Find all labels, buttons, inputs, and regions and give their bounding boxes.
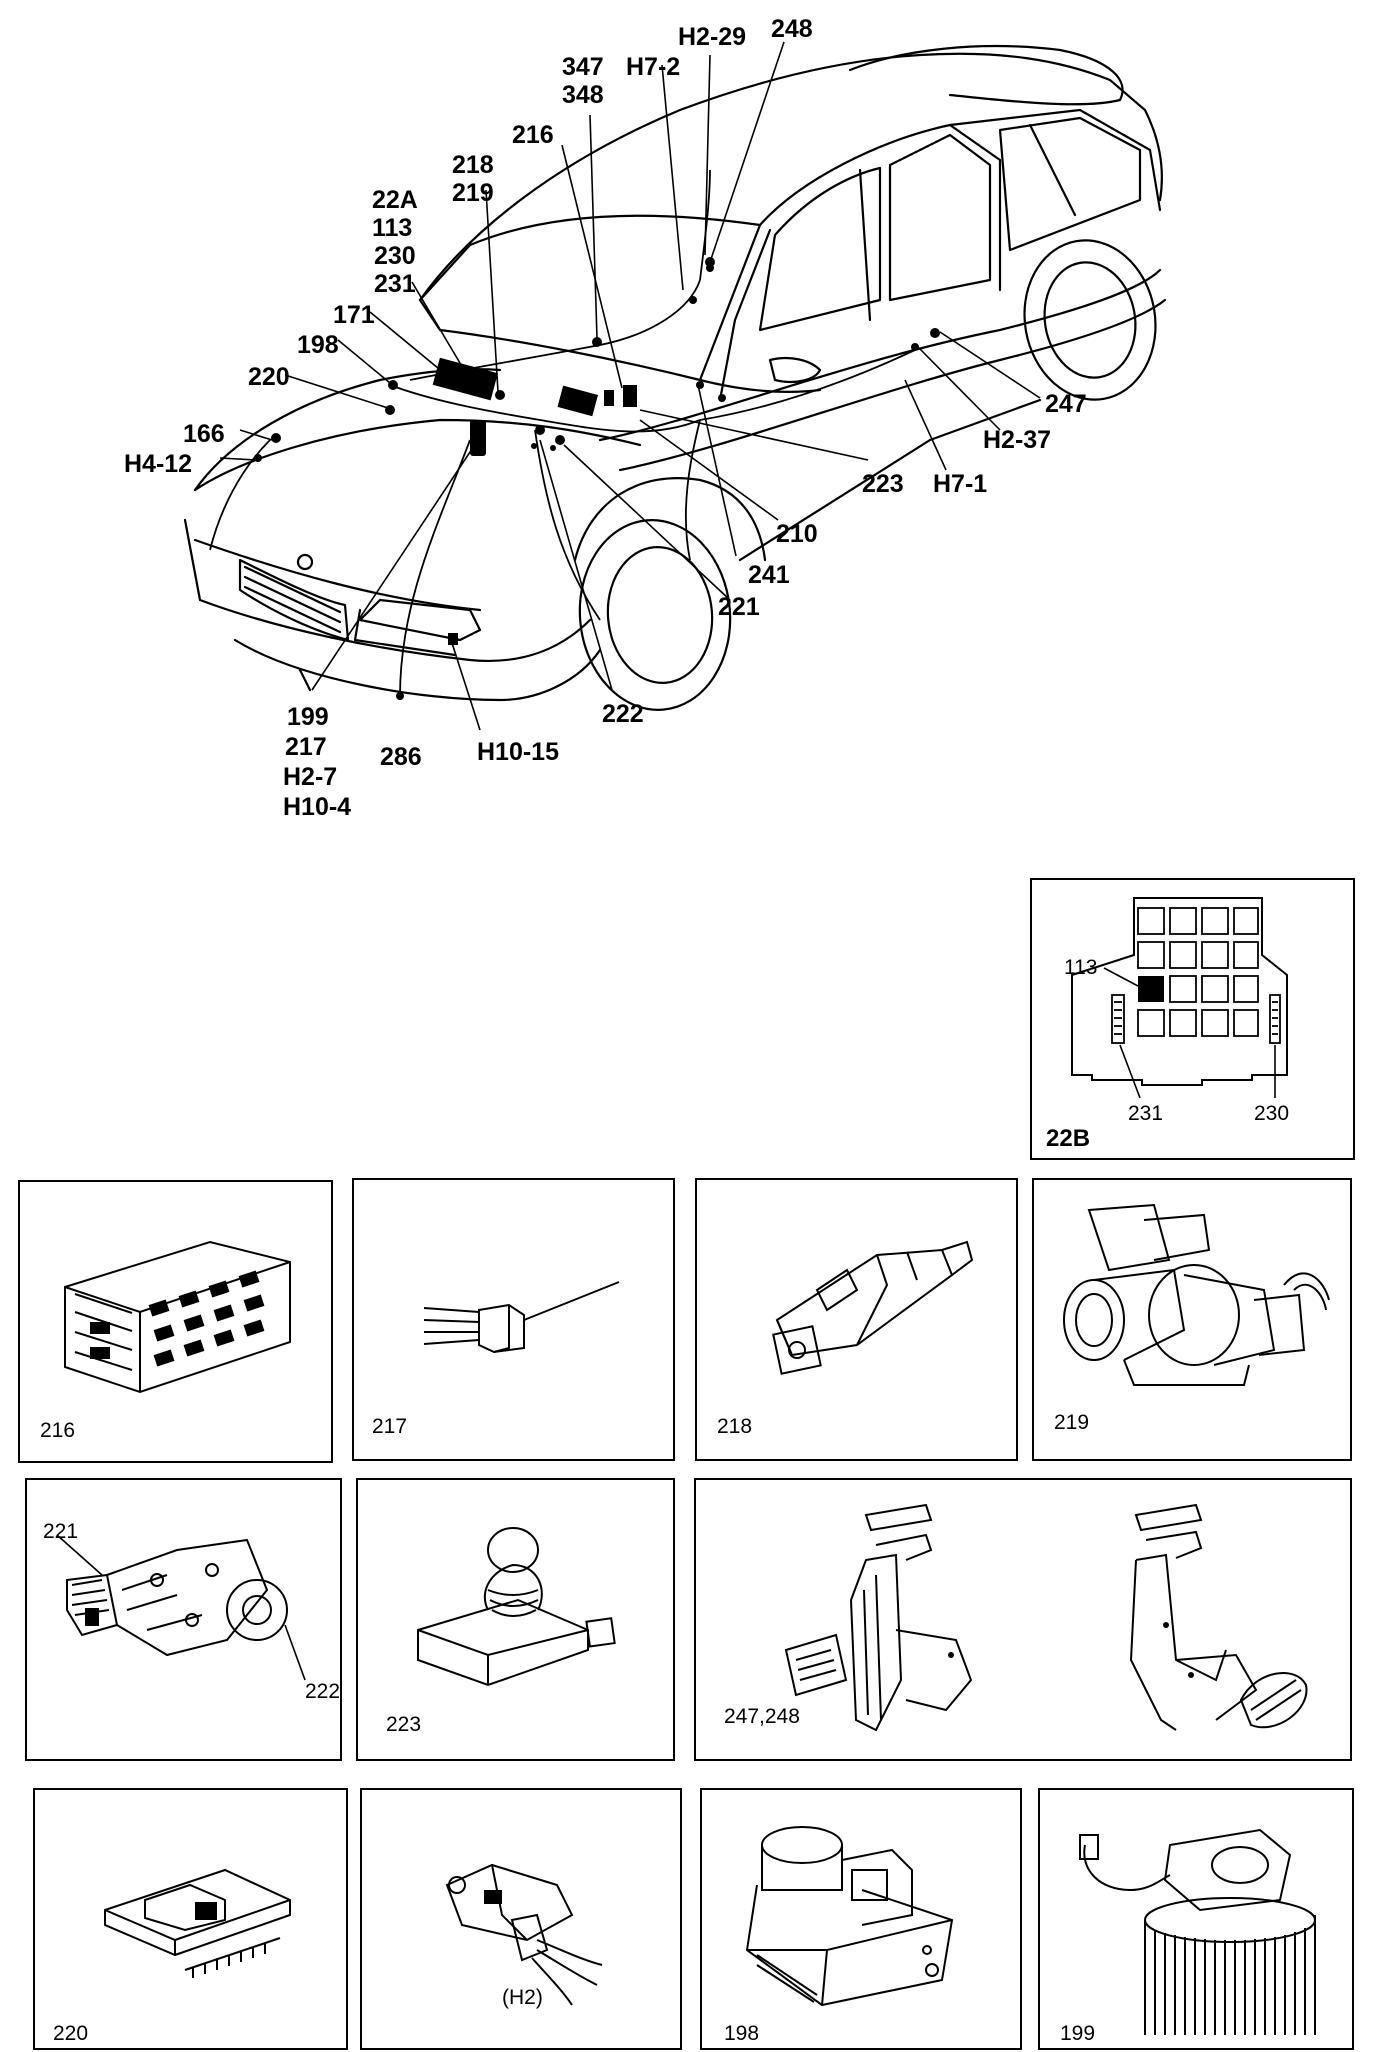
panel-221-222: 221 222 (25, 1478, 342, 1761)
label-h7-2: H7-2 (626, 53, 681, 81)
label-h10-15: H10-15 (477, 738, 559, 766)
label-248: 248 (771, 15, 813, 43)
panel-caption-217: 217 (372, 1415, 408, 1438)
panel-218: 218 (695, 1178, 1018, 1461)
label-216: 216 (512, 121, 554, 149)
label-113: 113 (372, 214, 413, 242)
panel-198: 198 (700, 1788, 1022, 2050)
car-illustration (183, 41, 1167, 731)
label-h2-29: H2-29 (678, 23, 747, 51)
panel-caption-198: 198 (724, 2022, 760, 2045)
label-222: 222 (602, 700, 644, 728)
label-221: 221 (718, 593, 760, 621)
label-198: 198 (297, 331, 339, 359)
inset-label-230: 230 (1254, 1102, 1290, 1125)
label-199: 199 (287, 703, 329, 731)
panel-216: 216 (18, 1180, 333, 1463)
label-h4-12: H4-12 (124, 450, 193, 478)
label-171: 171 (333, 301, 375, 329)
inset-22b: 113 231 230 22B (1030, 878, 1355, 1160)
label-h10-4: H10-4 (283, 793, 352, 821)
label-h2-37: H2-37 (983, 426, 1052, 454)
panel-caption-218: 218 (717, 1415, 753, 1438)
panel-caption-223: 223 (386, 1713, 422, 1736)
inset-pin-113 (1138, 976, 1164, 1002)
label-22a: 22A (372, 186, 418, 214)
label-241: 241 (748, 561, 790, 589)
label-223: 223 (862, 470, 904, 498)
panel-caption-219: 219 (1054, 1411, 1090, 1434)
panel-217: 217 (352, 1178, 675, 1461)
label-247: 247 (1045, 390, 1087, 418)
panel-label-221: 221 (43, 1520, 79, 1543)
label-210: 210 (776, 520, 818, 548)
label-347: 347 (562, 53, 604, 81)
label-219: 219 (452, 179, 494, 207)
label-h2-7: H2-7 (283, 763, 338, 791)
label-348: 348 (562, 81, 604, 109)
panel-h2-caption: (H2) (502, 1986, 543, 2009)
panel-247-248: 247,248 (694, 1478, 1352, 1761)
panel-caption-216: 216 (40, 1419, 76, 1442)
inset-label-113: 113 (1064, 956, 1098, 979)
panel-caption-199: 199 (1060, 2022, 1096, 2045)
panel-223: 223 (356, 1478, 675, 1761)
panel-220: 220 (33, 1788, 348, 2050)
label-217: 217 (285, 733, 327, 761)
panel-caption-247-248: 247,248 (724, 1705, 800, 1728)
panel-h2: (H2) (360, 1788, 682, 2050)
panel-199: 199 (1038, 1788, 1354, 2050)
label-h7-1: H7-1 (933, 470, 988, 498)
panel-caption-220: 220 (53, 2022, 89, 2045)
inset-label-231: 231 (1128, 1102, 1164, 1125)
label-220: 220 (248, 363, 290, 391)
label-231: 231 (374, 270, 416, 298)
panel-219: 219 (1032, 1178, 1352, 1461)
label-166: 166 (183, 420, 225, 448)
inset-title-22b: 22B (1046, 1125, 1091, 1152)
label-230: 230 (374, 242, 416, 270)
label-286: 286 (380, 743, 422, 771)
label-218: 218 (452, 151, 494, 179)
panel-label-222: 222 (305, 1680, 341, 1703)
